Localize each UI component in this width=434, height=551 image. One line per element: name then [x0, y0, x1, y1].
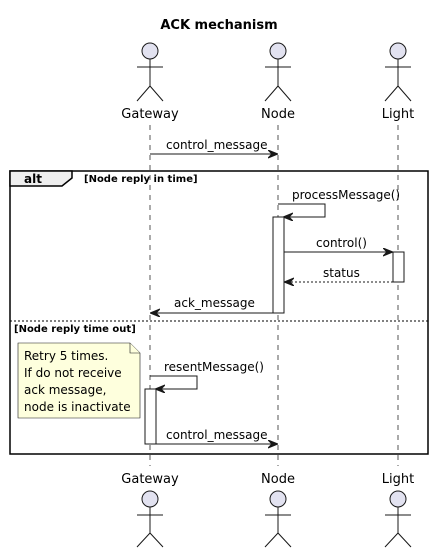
- actor-body: [136, 507, 164, 548]
- note-fold: [129, 343, 140, 354]
- actor-gateway-top: Gateway: [121, 42, 179, 122]
- diagram-title: ACK mechanism: [160, 18, 277, 33]
- actor-label-gateway-bottom: Gateway: [121, 472, 179, 487]
- actor-head: [269, 490, 287, 508]
- actor-label-node: Node: [261, 107, 295, 122]
- message-label-resent-message: resentMessage(): [164, 360, 264, 374]
- note-box: [17, 342, 141, 419]
- message-label-ack-message: ack_message: [174, 296, 255, 310]
- activation-light: [392, 251, 405, 283]
- actor-label-light-bottom: Light: [382, 472, 414, 487]
- alt-keyword: alt: [24, 172, 42, 186]
- actor-head: [141, 490, 159, 508]
- actor-body: [264, 59, 292, 102]
- message-label-control-message-1: control_message: [166, 138, 268, 152]
- actor-body: [384, 507, 412, 548]
- actor-gateway-bottom: Gateway: [121, 472, 179, 548]
- note-line-1: Retry 5 times.: [24, 349, 108, 363]
- message-label-control-message-2: control_message: [166, 428, 268, 442]
- actor-label-gateway: Gateway: [121, 107, 179, 122]
- activation-gateway: [144, 388, 157, 445]
- message-label-status: status: [323, 266, 360, 280]
- note-line-4: node is inactivate: [24, 400, 131, 414]
- activation-node: [272, 216, 285, 314]
- actor-node-bottom: Node: [261, 472, 295, 548]
- actor-body: [384, 59, 412, 102]
- alt-frame-tab: [9, 170, 73, 187]
- actor-body: [264, 507, 292, 548]
- actor-light-bottom: Light: [382, 472, 414, 548]
- actor-head: [389, 42, 407, 60]
- message-label-control: control(): [316, 236, 367, 250]
- message-label-process-message: processMessage(): [292, 188, 400, 202]
- note: Retry 5 times. If do not receive ack mes…: [17, 342, 141, 419]
- note-line-2: If do not receive: [24, 366, 122, 380]
- actor-node-top: Node: [261, 42, 295, 122]
- message-arrow-resent-message: [150, 375, 198, 389]
- actor-label-node-bottom: Node: [261, 472, 295, 487]
- actor-head: [141, 42, 159, 60]
- alt-guard-in-time: [Node reply in time]: [84, 174, 198, 185]
- alt-frame: [9, 170, 429, 455]
- actor-head: [389, 490, 407, 508]
- actor-label-light: Light: [382, 107, 414, 122]
- message-arrow-process-message: [278, 203, 326, 217]
- note-line-3: ack message,: [24, 383, 106, 397]
- actor-body: [136, 59, 164, 102]
- alt-guard-time-out: [Node reply time out]: [14, 324, 136, 335]
- actor-light-top: Light: [382, 42, 414, 122]
- actor-head: [269, 42, 287, 60]
